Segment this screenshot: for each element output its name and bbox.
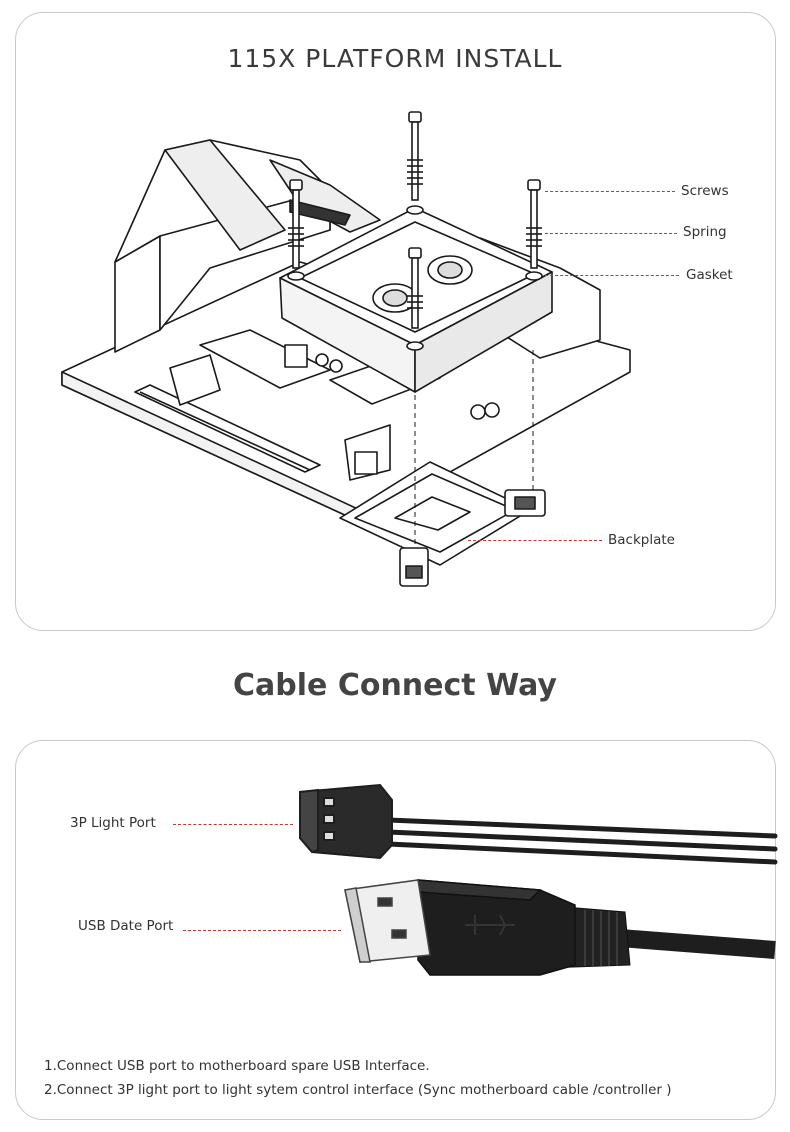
spring-label: Spring	[683, 224, 727, 240]
screw-front	[407, 247, 423, 329]
light-port-cable	[385, 817, 778, 865]
light-port-label: 3P Light Port	[70, 815, 156, 831]
backplate-label: Backplate	[608, 532, 675, 548]
light-port-leader-line	[173, 824, 293, 825]
screws-leader-line	[545, 191, 675, 192]
usb-cable	[619, 929, 776, 959]
screws-label: Screws	[681, 183, 729, 199]
usb-port-leader-line	[183, 930, 341, 931]
gasket-label: Gasket	[686, 267, 733, 283]
screw-right	[526, 179, 542, 269]
cable-section-heading: Cable Connect Way	[233, 668, 557, 703]
3pin-connector	[299, 783, 393, 860]
instruction-2: 2.Connect 3P light port to light sytem c…	[44, 1082, 672, 1098]
screw-top	[407, 111, 423, 201]
screw-left	[288, 179, 304, 269]
pcie-slot	[134, 384, 321, 473]
install-title: 115X PLATFORM INSTALL	[227, 44, 563, 73]
backplate-leader-line	[468, 540, 602, 541]
motherboard-install-illustration	[61, 111, 631, 587]
usb-port-label: USB Date Port	[78, 918, 174, 934]
usb-metal-plug	[344, 879, 431, 963]
gasket-leader-line	[545, 275, 679, 276]
usb-connector-body	[417, 879, 576, 976]
instruction-1: 1.Connect USB port to motherboard spare …	[44, 1058, 430, 1074]
spring-leader-line	[545, 233, 677, 234]
